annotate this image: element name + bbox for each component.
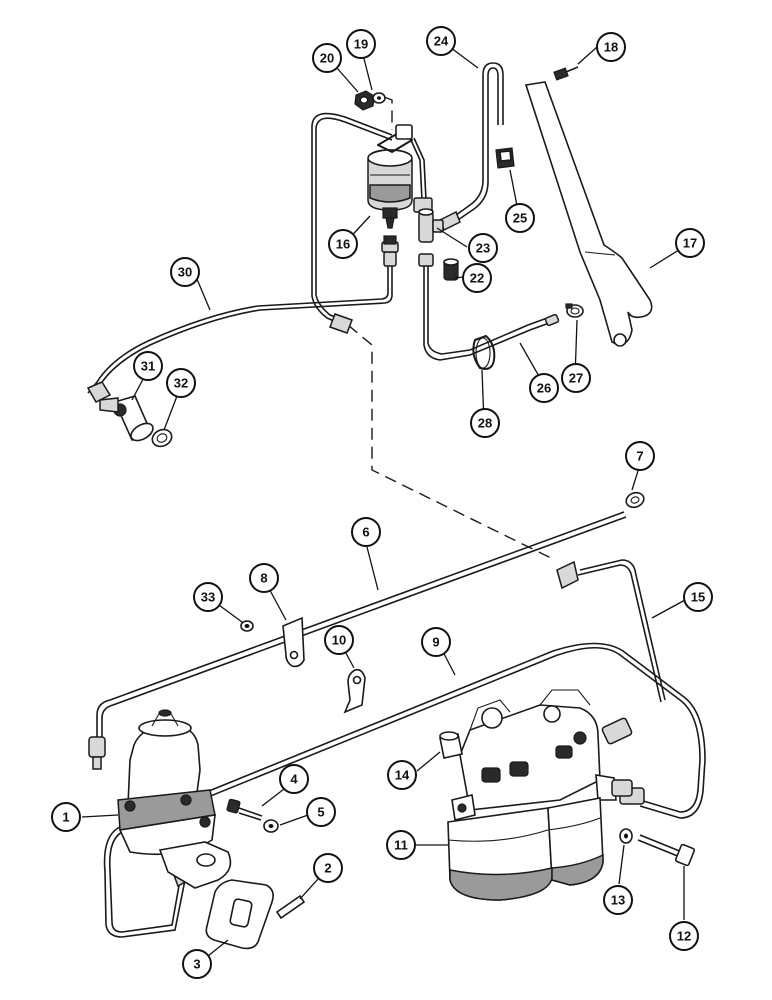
- banjo-connector-31: [86, 381, 154, 442]
- svg-text:11: 11: [394, 838, 408, 853]
- callout-19: 19: [346, 29, 376, 59]
- svg-text:10: 10: [332, 633, 346, 648]
- bush-14: [439, 731, 463, 759]
- svg-text:23: 23: [476, 241, 490, 256]
- callout-7: 7: [625, 441, 655, 471]
- callout-27: 27: [561, 363, 591, 393]
- svg-text:22: 22: [470, 271, 484, 286]
- svg-text:7: 7: [636, 449, 643, 464]
- callout-16: 16: [328, 229, 358, 259]
- svg-text:31: 31: [141, 359, 155, 374]
- callout-28: 28: [470, 408, 500, 438]
- callout-33: 33: [193, 582, 223, 612]
- callout-13: 13: [603, 885, 633, 915]
- callout-26: 26: [529, 373, 559, 403]
- svg-text:1: 1: [62, 810, 69, 825]
- bracket-10: [343, 668, 366, 714]
- callout-23: 23: [468, 233, 498, 263]
- pipe-filter-right: [409, 137, 433, 213]
- svg-text:20: 20: [320, 51, 334, 66]
- gasket-3: [205, 879, 274, 950]
- svg-text:28: 28: [478, 416, 492, 431]
- bolt-12: [637, 834, 696, 867]
- washer-13: [619, 828, 633, 844]
- svg-text:18: 18: [604, 40, 618, 55]
- fuel-filter-assembly-11: [447, 689, 633, 901]
- bolt-4: [226, 798, 263, 821]
- svg-text:30: 30: [178, 265, 192, 280]
- callout-14: 14: [387, 760, 417, 790]
- svg-text:2: 2: [324, 861, 331, 876]
- pipe-26: [418, 253, 560, 361]
- svg-text:3: 3: [193, 957, 200, 972]
- callout-1: 1: [51, 802, 81, 832]
- callout-9: 9: [421, 627, 451, 657]
- callout-2: 2: [313, 853, 343, 883]
- svg-text:16: 16: [336, 237, 350, 252]
- alignment-dashed-line: [347, 324, 556, 561]
- svg-text:12: 12: [677, 929, 691, 944]
- svg-text:8: 8: [260, 571, 267, 586]
- svg-text:14: 14: [395, 768, 410, 783]
- callouts: 1 2 3 4 5 6 7 8 9 10 11 12 13 14 15 16 1…: [51, 26, 713, 979]
- svg-text:33: 33: [201, 590, 215, 605]
- svg-text:26: 26: [537, 381, 551, 396]
- hose-clip-27: [565, 303, 584, 318]
- svg-text:4: 4: [290, 772, 298, 787]
- connector-23: [418, 208, 444, 243]
- dowel-pin-2: [275, 894, 306, 920]
- callout-12: 12: [669, 921, 699, 951]
- svg-text:13: 13: [611, 893, 625, 908]
- svg-text:5: 5: [317, 805, 324, 820]
- nut-20: [354, 90, 375, 111]
- pipe-30: [87, 241, 399, 397]
- bracket-17: [524, 81, 653, 347]
- svg-text:17: 17: [683, 236, 697, 251]
- callout-5: 5: [306, 797, 336, 827]
- callout-18: 18: [596, 32, 626, 62]
- sleeve-25: [495, 147, 515, 169]
- callout-22: 22: [462, 263, 492, 293]
- svg-text:6: 6: [362, 525, 369, 540]
- callout-6: 6: [351, 517, 381, 547]
- washer-33: [240, 620, 254, 632]
- callout-4: 4: [279, 764, 309, 794]
- callout-17: 17: [675, 228, 705, 258]
- callout-30: 30: [170, 257, 200, 287]
- alignment-dashed-line-short: [383, 96, 393, 130]
- svg-text:15: 15: [691, 590, 705, 605]
- svg-text:19: 19: [354, 37, 368, 52]
- fuel-lift-pump-1: [117, 709, 232, 889]
- pipe-24: [439, 62, 504, 232]
- svg-text:32: 32: [174, 376, 188, 391]
- pipe-16-left: [311, 112, 393, 334]
- callout-15: 15: [683, 582, 713, 612]
- inline-filter-16: [367, 124, 413, 245]
- svg-text:25: 25: [513, 211, 527, 226]
- washer-5: [263, 819, 279, 833]
- callout-31: 31: [133, 351, 163, 381]
- svg-text:24: 24: [434, 34, 449, 49]
- callout-20: 20: [312, 43, 342, 73]
- callout-24: 24: [426, 26, 456, 56]
- bolt-18: [553, 66, 579, 81]
- svg-text:9: 9: [432, 635, 439, 650]
- callout-25: 25: [505, 203, 535, 233]
- washer-19: [372, 92, 386, 104]
- washer-32: [151, 428, 173, 448]
- pipe-6: [88, 511, 627, 770]
- clamp-7: [625, 491, 645, 509]
- bracket-8: [282, 616, 305, 668]
- callout-3: 3: [182, 949, 212, 979]
- clip-28: [472, 335, 496, 370]
- callout-10: 10: [324, 625, 354, 655]
- pipe-15: [556, 559, 666, 745]
- svg-text:27: 27: [569, 371, 583, 386]
- cap-22: [443, 258, 459, 281]
- callout-32: 32: [166, 368, 196, 398]
- callout-11: 11: [386, 830, 416, 860]
- callout-8: 8: [249, 563, 279, 593]
